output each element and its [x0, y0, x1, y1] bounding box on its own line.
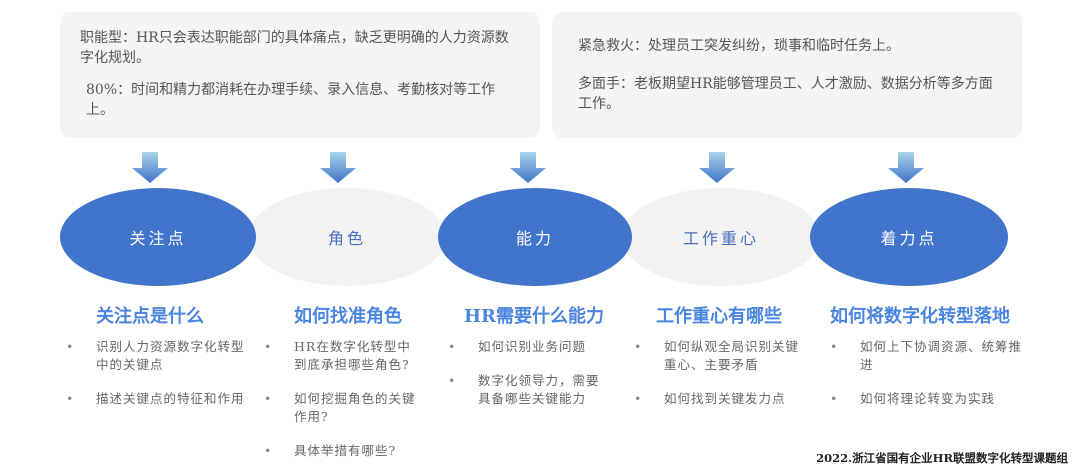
node-focus: 关注点	[60, 188, 256, 286]
info-box-left: 职能型：HR只会表达职能部门的具体痛点，缺乏更明确的人力资源数字化规划。 80%…	[60, 12, 540, 138]
down-arrow-icon	[888, 152, 924, 183]
list-item: 描述关键点的特征和作用	[66, 390, 246, 408]
node-work-focus: 工作重心	[622, 188, 820, 286]
column-role: 如何找准角色 HR在数字化转型中到底承担哪些角色? 如何挖掘角色的关键作用? 具体举…	[264, 302, 424, 476]
node-label: 能力	[515, 229, 554, 248]
list-item: HR在数字化转型中到底承担哪些角色?	[264, 338, 424, 374]
list-item: 如何挖掘角色的关键作用?	[264, 390, 424, 426]
info-text: 多面手：老板期望HR能够管理员工、人才激励、数据分析等多方面工作。	[578, 76, 993, 112]
info-text: 紧急救火：处理员工突发纠纷，琐事和临时任务上。	[578, 38, 900, 54]
down-arrow-icon	[320, 152, 356, 183]
list-item: 如何上下协调资源、统筹推进	[830, 338, 1030, 374]
list-item: 如何识别业务问题	[448, 338, 608, 356]
list-item: 数字化领导力，需要具备哪些关键能力	[448, 372, 608, 408]
column-title: 如何找准角色	[294, 306, 402, 327]
column-title: 工作重心有哪些	[656, 306, 782, 327]
down-arrow-icon	[132, 152, 168, 183]
list-item: 识别人力资源数字化转型中的关键点	[66, 338, 246, 374]
list-item: 如何纵观全局识别关键重心、主要矛盾	[634, 338, 804, 374]
info-text: 80%：时间和精力都消耗在办理手续、录入信息、考勤核对等工作上。	[86, 82, 496, 118]
info-text: 职能型：HR只会表达职能部门的具体痛点，缺乏更明确的人力资源数字化规划。	[80, 30, 509, 66]
node-label: 角色	[327, 229, 366, 248]
list-item: 如何找到关键发力点	[634, 390, 804, 408]
column-title: HR需要什么能力	[464, 306, 604, 327]
column-title: 关注点是什么	[96, 306, 204, 327]
down-arrow-icon	[510, 152, 546, 183]
node-role: 角色	[248, 188, 446, 286]
list-item: 具体举措有哪些?	[264, 442, 424, 460]
node-label: 工作重心	[682, 229, 759, 248]
node-leverage: 着力点	[810, 188, 1008, 286]
column-ability: HR需要什么能力 如何识别业务问题数字化领导力，需要具备哪些关键能力	[448, 302, 608, 424]
list-item: 如何将理论转变为实践	[830, 390, 1030, 408]
column-leverage: 如何将数字化转型落地 如何上下协调资源、统筹推进如何将理论转变为实践	[830, 302, 1030, 424]
node-ability: 能力	[438, 188, 632, 286]
column-work-focus: 工作重心有哪些 如何纵观全局识别关键重心、主要矛盾如何找到关键发力点	[634, 302, 804, 424]
node-label: 着力点	[880, 229, 938, 248]
down-arrow-icon	[699, 152, 735, 183]
footer-credit: 2022.浙江省国有企业HR联盟数字化转型课题组	[816, 451, 1068, 465]
column-focus: 关注点是什么 识别人力资源数字化转型中的关键点描述关键点的特征和作用	[66, 302, 246, 424]
node-label: 关注点	[129, 229, 187, 248]
info-box-right: 紧急救火：处理员工突发纠纷，琐事和临时任务上。 多面手：老板期望HR能够管理员工…	[552, 12, 1022, 138]
column-title: 如何将数字化转型落地	[830, 306, 1010, 327]
